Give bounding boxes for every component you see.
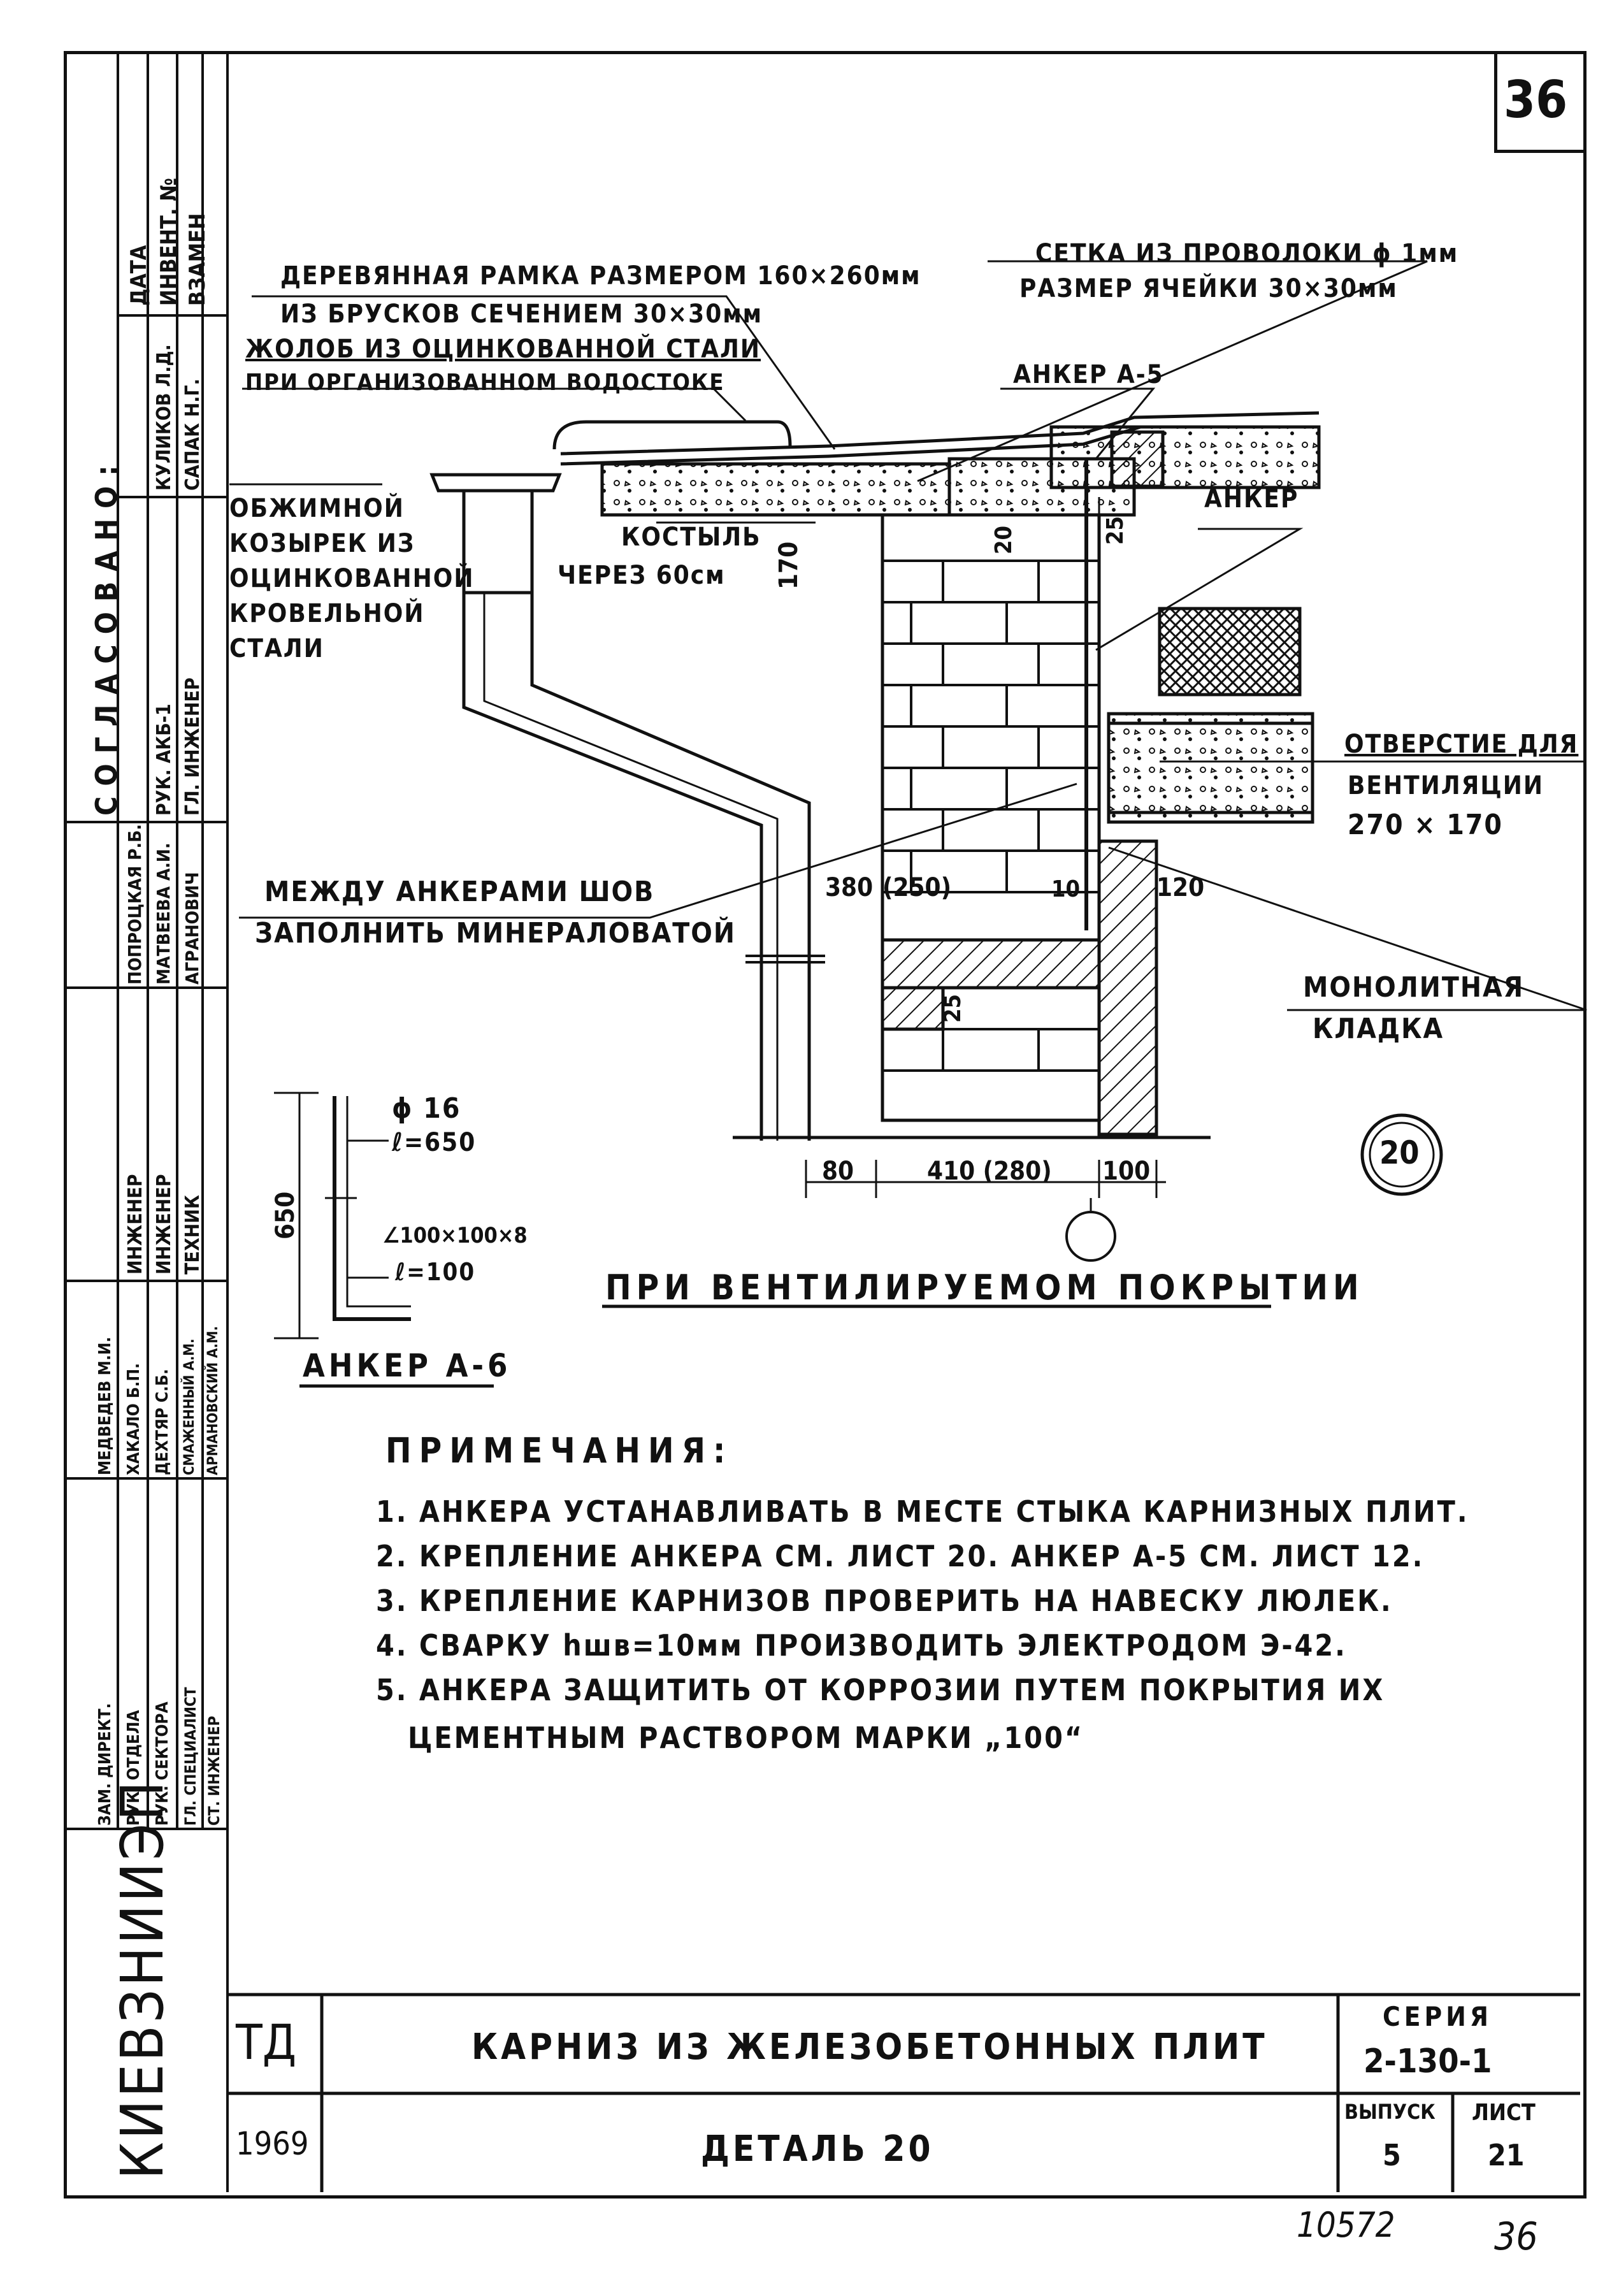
side-panel: [64, 51, 229, 2192]
note-1: 1. АНКЕРА УСТАНАВЛИВАТЬ В МЕСТЕ СТЫКА КА…: [376, 1494, 1469, 1529]
title-block-title: КАРНИЗ ИЗ ЖЕЛЕЗОБЕТОННЫХ ПЛИТ: [471, 2026, 1268, 2068]
label-mesh-1: СЕТКА ИЗ ПРОВОЛОКИ ϕ 1мм: [1035, 239, 1459, 268]
label-vent-3: 270 × 170: [1348, 809, 1503, 841]
label-gutter-1: ЖОЛОБ ИЗ ОЦИНКОВАННОЙ СТАЛИ: [245, 335, 761, 364]
note-6: ЦЕМЕНТНЫМ РАСТВОРОМ МАРКИ „100“: [408, 1721, 1084, 1755]
label-crutch-1: КОСТЫЛЬ: [621, 523, 761, 552]
label-monolith-2: КЛАДКА: [1313, 1013, 1444, 1045]
label-clamp-2: КОЗЫРЕК ИЗ: [229, 529, 415, 558]
title-block-detail: ДЕТАЛЬ 20: [701, 2128, 934, 2170]
title-block-year: 1969: [236, 2125, 309, 2162]
dim-250: (250): [882, 873, 952, 902]
dim-10: 10: [1051, 876, 1081, 902]
label-gutter-2: ПРИ ОРГАНИЗОВАННОМ ВОДОСТОКЕ: [245, 370, 725, 396]
label-anchor-a5: АНКЕР А-5: [1013, 360, 1164, 389]
issue-value: 5: [1383, 2138, 1401, 2172]
label-crutch-2: ЧЕРЕЗ 60см: [558, 561, 726, 590]
anchor-a6-length2: ℓ=100: [395, 1258, 476, 1286]
label-wood-frame-1: ДЕРЕВЯННАЯ РАМКА РАЗМЕРОМ 160×260мм: [280, 261, 921, 291]
dim-410: 410 (280): [927, 1157, 1052, 1186]
label-seam-2: ЗАПОЛНИТЬ МИНЕРАЛОВАТОЙ: [255, 917, 737, 949]
label-clamp-1: ОБЖИМНОЙ: [229, 494, 405, 523]
note-5: 5. АНКЕРА ЗАЩИТИТЬ ОТ КОРРОЗИИ ПУТЕМ ПОК…: [376, 1673, 1385, 1707]
page-number: 36: [1494, 2214, 1538, 2259]
label-mesh-2: РАЗМЕР ЯЧЕЙКИ 30×30мм: [1019, 274, 1398, 303]
note-4: 4. СВАРКУ hшв=10мм ПРОИЗВОДИТЬ ЭЛЕКТРОДО…: [376, 1628, 1347, 1663]
series-value: 2-130-1: [1364, 2042, 1492, 2081]
label-clamp-5: СТАЛИ: [229, 634, 324, 663]
dim-120: 120: [1156, 873, 1205, 902]
label-seam-1: МЕЖДУ АНКЕРАМИ ШОВ: [264, 876, 655, 908]
label-clamp-4: КРОВЕЛЬНОЙ: [229, 599, 425, 628]
label-vent-2: ВЕНТИЛЯЦИИ: [1348, 771, 1544, 800]
drawing-frame: [64, 51, 1587, 2199]
label-anchor: АНКЕР: [1204, 484, 1299, 514]
anchor-a6-length1: ℓ=650: [392, 1128, 477, 1157]
inventory-number: 10572: [1297, 2205, 1395, 2245]
anchor-a6-title: АНКЕР А-6: [303, 1347, 512, 1384]
sheet-value: 21: [1488, 2138, 1525, 2172]
note-3: 3. КРЕПЛЕНИЕ КАРНИЗОВ ПРОВЕРИТЬ НА НАВЕС…: [376, 1584, 1393, 1618]
dim-100: 100: [1102, 1157, 1151, 1186]
label-clamp-3: ОЦИНКОВАННОЙ: [229, 564, 475, 593]
anchor-a6-phi: ϕ 16: [392, 1092, 461, 1125]
dim-80: 80: [822, 1157, 854, 1186]
sheet-label: ЛИСТ: [1472, 2100, 1536, 2126]
label-wood-frame-2: ИЗ БРУСКОВ СЕЧЕНИЕМ 30×30мм: [280, 300, 763, 329]
dim-380: 380: [825, 873, 874, 902]
label-monolith-1: МОНОЛИТНАЯ: [1303, 971, 1525, 1004]
label-vent-1: ОТВЕРСТИЕ ДЛЯ: [1344, 730, 1579, 759]
title-block-td: ТД: [236, 2014, 297, 2070]
issue-label: ВЫПУСК: [1344, 2100, 1436, 2124]
sheet-number-box: [1494, 51, 1587, 153]
note-2: 2. КРЕПЛЕНИЕ АНКЕРА СМ. ЛИСТ 20. АНКЕР А…: [376, 1539, 1425, 1573]
drawing-caption: ПРИ ВЕНТИЛИРУЕМОМ ПОКРЫТИИ: [605, 1267, 1364, 1308]
series-label: СЕРИЯ: [1383, 2001, 1492, 2032]
notes-title: ПРИМЕЧАНИЯ:: [385, 1431, 733, 1471]
detail-number: 20: [1379, 1134, 1420, 1171]
sheet-number: 36: [1504, 70, 1568, 129]
anchor-a6-angle: ∠100×100×8: [382, 1223, 528, 1248]
